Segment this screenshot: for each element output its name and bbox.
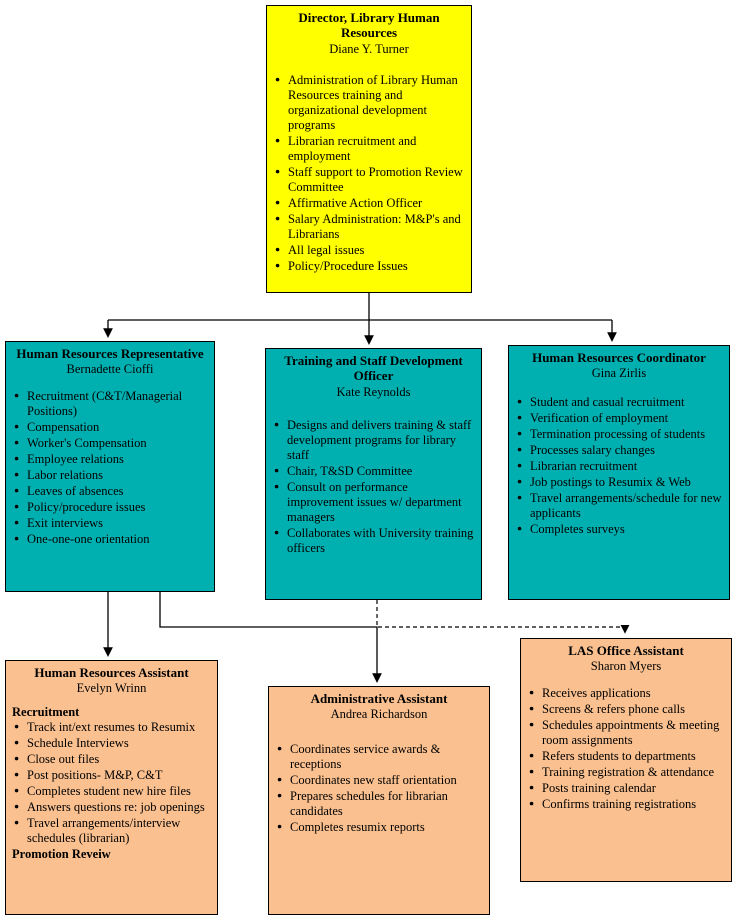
duty-item: Coordinates new staff orientation	[277, 773, 483, 788]
duty-item: Travel arrangements/interview schedules …	[14, 816, 211, 846]
hr-coordinator-box: Human Resources Coordinator Gina Zirlis …	[508, 345, 730, 600]
hr-assistant-box: Human Resources Assistant Evelyn Wrinn R…	[5, 660, 218, 915]
duty-item: Exit interviews	[14, 516, 208, 531]
duty-item: All legal issues	[275, 243, 465, 258]
administrative-assistant-box: Administrative Assistant Andrea Richards…	[268, 686, 490, 915]
administrative-assistant-title: Administrative Assistant	[310, 691, 448, 706]
duty-item: Student and casual recruitment	[517, 395, 723, 410]
duty-item: Consult on performance improvement issue…	[274, 480, 475, 525]
hr-assistant-section-header: Recruitment	[12, 705, 80, 720]
duty-item: Post positions- M&P, C&T	[14, 768, 211, 783]
duty-item: Completes resumix reports	[277, 820, 483, 835]
duty-item: Confirms training registrations	[529, 797, 725, 812]
hr-representative-duties: Recruitment (C&T/Managerial Positions)Co…	[12, 389, 208, 547]
training-officer-duties: Designs and delivers training & staff de…	[272, 418, 475, 556]
duty-item: Processes salary changes	[517, 443, 723, 458]
duty-item: Travel arrangements/schedule for new app…	[517, 491, 723, 521]
hr-representative-box: Human Resources Representative Bernadett…	[5, 341, 215, 592]
duty-item: Training registration & attendance	[529, 765, 725, 780]
duty-item: Policy/Procedure Issues	[275, 259, 465, 274]
duty-item: Employee relations	[14, 452, 208, 467]
duty-item: Answers questions re: job openings	[14, 800, 211, 815]
duty-item: Labor relations	[14, 468, 208, 483]
director-box: Director, Library Human Resources Diane …	[266, 5, 472, 293]
duty-item: Worker's Compensation	[14, 436, 208, 451]
duty-item: Affirmative Action Officer	[275, 196, 465, 211]
duty-item: Recruitment (C&T/Managerial Positions)	[14, 389, 208, 419]
hr-coordinator-title: Human Resources Coordinator	[532, 350, 706, 365]
duty-item: Librarian recruitment	[517, 459, 723, 474]
connector-dashed-to-las	[376, 600, 630, 634]
las-office-assistant-title: LAS Office Assistant	[568, 643, 684, 658]
director-name: Diane Y. Turner	[329, 41, 409, 56]
duty-item: Receives applications	[529, 686, 725, 701]
las-office-assistant-box: LAS Office Assistant Sharon Myers Receiv…	[520, 638, 732, 882]
duty-item: Close out files	[14, 752, 211, 767]
las-office-assistant-name: Sharon Myers	[590, 659, 662, 674]
duty-item: Administration of Library Human Resource…	[275, 73, 465, 133]
administrative-assistant-name: Andrea Richardson	[330, 707, 428, 722]
duty-item: Prepares schedules for librarian candida…	[277, 789, 483, 819]
duty-item: Collaborates with University training of…	[274, 526, 475, 556]
duty-item: One-one-one orientation	[14, 532, 208, 547]
duty-item: Librarian recruitment and employment	[275, 134, 465, 164]
duty-item: Policy/procedure issues	[14, 500, 208, 515]
duty-item: Posts training calendar	[529, 781, 725, 796]
duty-item: Schedules appointments & meeting room as…	[529, 718, 725, 748]
las-office-assistant-duties: Receives applicationsScreens & refers ph…	[527, 686, 725, 812]
duty-item: Refers students to departments	[529, 749, 725, 764]
hr-assistant-section-footer: Promotion Reveiw	[12, 847, 111, 862]
director-duties: Administration of Library Human Resource…	[273, 73, 465, 274]
hr-representative-title: Human Resources Representative	[16, 346, 204, 361]
duty-item: Leaves of absences	[14, 484, 208, 499]
duty-item: Completes student new hire files	[14, 784, 211, 799]
hr-assistant-duties: Track int/ext resumes to ResumixSchedule…	[12, 720, 211, 846]
duty-item: Track int/ext resumes to Resumix	[14, 720, 211, 735]
duty-item: Coordinates service awards & receptions	[277, 742, 483, 772]
duty-item: Compensation	[14, 420, 208, 435]
duty-item: Completes surveys	[517, 522, 723, 537]
administrative-assistant-duties: Coordinates service awards & receptionsC…	[275, 742, 483, 835]
training-officer-box: Training and Staff Development Officer K…	[265, 348, 482, 600]
duty-item: Schedule Interviews	[14, 736, 211, 751]
duty-item: Salary Administration: M&P's and Librari…	[275, 212, 465, 242]
training-officer-name: Kate Reynolds	[336, 384, 411, 399]
hr-representative-name: Bernadette Cioffi	[66, 362, 154, 377]
duty-item: Screens & refers phone calls	[529, 702, 725, 717]
duty-item: Termination processing of students	[517, 427, 723, 442]
duty-item: Designs and delivers training & staff de…	[274, 418, 475, 463]
director-title: Director, Library Human Resources	[298, 10, 440, 41]
hr-coordinator-duties: Student and casual recruitmentVerificati…	[515, 395, 723, 537]
hr-coordinator-name: Gina Zirlis	[591, 366, 647, 381]
duty-item: Staff support to Promotion Review Commit…	[275, 165, 465, 195]
hr-assistant-name: Evelyn Wrinn	[76, 681, 147, 696]
duty-item: Job postings to Resumix & Web	[517, 475, 723, 490]
duty-item: Verification of employment	[517, 411, 723, 426]
training-officer-title: Training and Staff Development Officer	[284, 353, 463, 384]
duty-item: Chair, T&SD Committee	[274, 464, 475, 479]
hr-assistant-title: Human Resources Assistant	[34, 665, 189, 680]
